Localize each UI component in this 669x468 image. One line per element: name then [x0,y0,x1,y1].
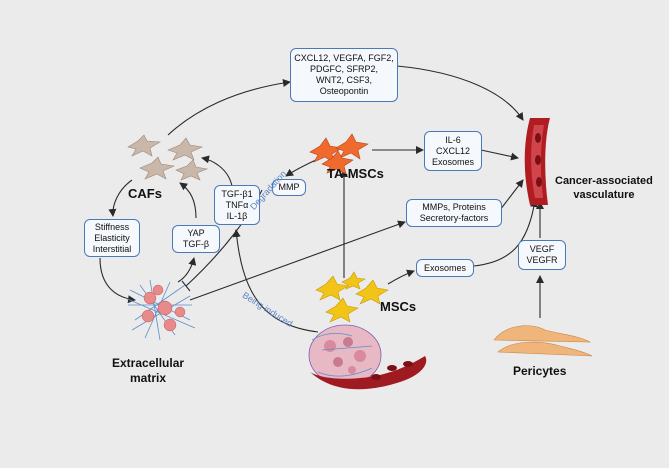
edge-ecm-to-mmps-proteins [189,220,406,301]
pericytes-illustration [493,325,593,357]
ta-mscs-label: TA-MSCs [327,166,384,181]
tumor-illustration [308,324,427,390]
edge-mmps-proteins-to-vasculature [499,179,524,211]
edge-caf-factors-to-vasculature [396,65,524,121]
edge-mscs-to-exosomes [387,269,415,285]
edge-exosomes-to-vasculature [473,199,538,267]
tgf-box: TGF-β1 TNFα IL-1β [214,185,260,225]
exosomes-box: Exosomes [416,259,474,277]
edge-cafs-to-stiffness [108,179,133,217]
ta-factors-box: IL-6 CXCL12 Exosomes [424,131,482,171]
mscs-label: MSCs [380,299,417,314]
yap-box: YAP TGF-β [172,225,220,253]
edge-stiffness-to-ecm [99,257,136,304]
stiffness-box: Stiffness Elasticity Interstitial [84,219,140,257]
caf-factors-box: CXCL12, VEGFA, FGF2, PDGFC, SFRP2, WNT2,… [290,48,398,102]
ta-mscs-cells [309,133,369,175]
mmp-box: MMP [272,179,306,196]
vegf-box: VEGF VEGFR [518,240,566,270]
ecm-illustration [124,279,196,341]
edge-ta-factors-to-vasculature [480,149,519,161]
pericytes-label: Pericytes [513,364,567,378]
edge-tumor-to-tgf [232,229,319,333]
vasculature-illustration [524,118,550,205]
edge-yap-to-cafs [179,182,197,219]
edge-ecm-to-yap [177,257,197,283]
edge-mmp-inhibit-bar [181,280,191,292]
extracellular-matrix-label: Extracellular matrix [112,356,185,385]
cafs-label: CAFs [128,186,162,201]
edge-tgf-to-cafs [201,155,233,187]
edge-cafs-to-caf-factors [167,79,291,136]
vasculature-label: Cancer-associated vasculature [555,175,653,201]
cafs-cells [127,134,209,181]
mmps-proteins-box: MMPs, Proteins Secretory-factors [406,199,502,227]
mscs-cells [315,271,389,323]
